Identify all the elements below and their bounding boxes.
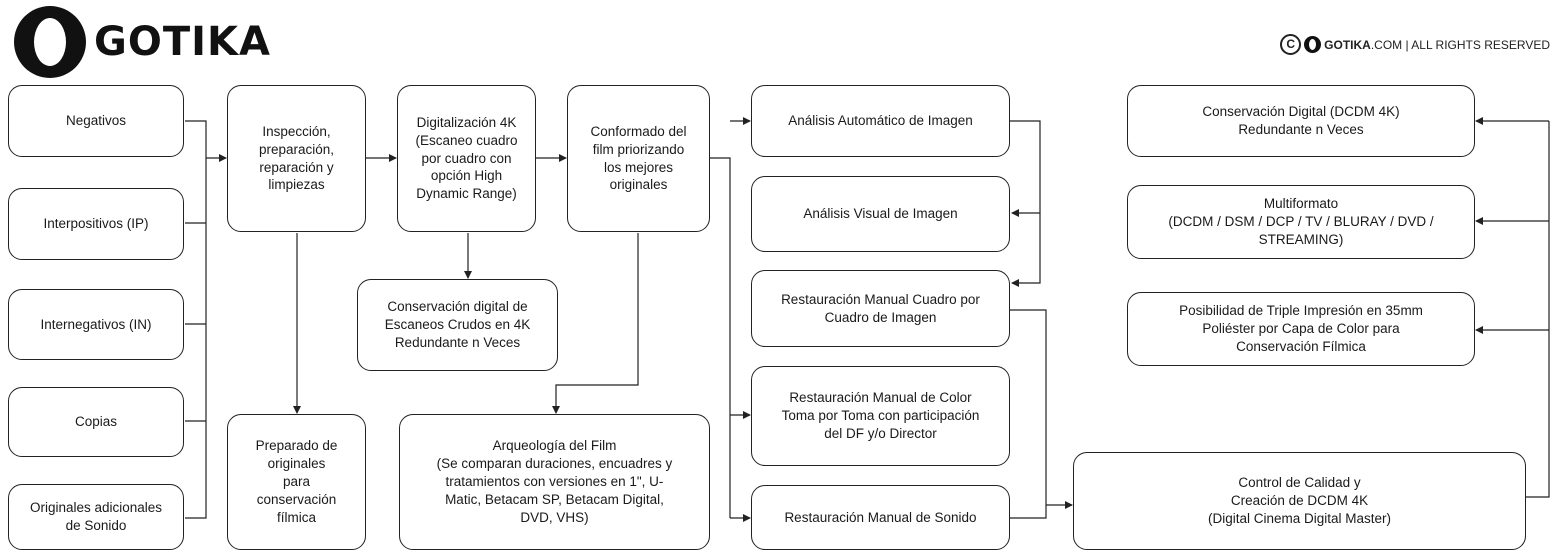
box-analisis-automatico: Análisis Automático de Imagen [751,85,1010,157]
box-multiformato: Multiformato (DCDM / DSM / DCP / TV / BL… [1127,185,1475,259]
arrow-conformado-to-archaeology [552,233,639,414]
arrow-visual-to-frame-restoration [1011,213,1041,287]
connector-sources-bus [185,120,207,519]
box-conservacion-digital: Conservación Digital (DCDM 4K) Redundant… [1127,85,1475,157]
box-triple-impresion: Posibilidad de Triple Impresión en 35mm … [1127,292,1475,366]
box-control-calidad: Control de Calidad y Creación de DCDM 4K… [1073,452,1526,550]
box-restauracion-color: Restauración Manual de Color Toma por To… [751,366,1010,466]
box-conservacion-crudos: Conservación digital de Escaneos Crudos … [357,279,558,371]
box-analisis-visual: Análisis Visual de Imagen [751,176,1010,252]
box-restauracion-sonido: Restauración Manual de Sonido [751,485,1010,550]
box-digitalizacion: Digitalización 4K (Escaneo cuadro por cu… [397,85,536,232]
box-copias: Copias [8,387,184,457]
gotika-mini-logo-icon [1304,36,1322,53]
box-conformado: Conformado del film priorizando los mejo… [567,85,710,232]
box-inspeccion: Inspección, preparación, reparación y li… [227,85,366,232]
copyright-icon: C [1280,34,1302,55]
gotika-logo-icon [14,6,86,78]
box-negativos: Negativos [8,85,184,157]
arrow-auto-to-visual-analysis [1010,120,1041,217]
copyright-notice: C GOTIKA .COM | ALL RIGHTS RESERVED [1280,34,1550,55]
copyright-brand: GOTIKA [1324,37,1371,52]
box-preparado: Preparado de originales para conservació… [227,414,366,550]
copyright-text: .COM | ALL RIGHTS RESERVED [1370,37,1550,52]
logo-text: GOTIKA [94,19,271,65]
box-internegativos: Internegativos (IN) [8,289,184,360]
box-originales-sonido: Originales adicionales de Sonido [8,484,184,550]
box-restauracion-cuadro: Restauración Manual Cuadro por Cuadro de… [751,270,1010,347]
box-interpositivos: Interpositivos (IP) [8,188,184,260]
box-arqueologia: Arqueología del Film (Se comparan duraci… [399,414,710,550]
gotika-logo: GOTIKA [14,6,271,78]
connector-restorations-to-qc [1010,309,1072,519]
connector-conformado-bus [710,157,731,518]
connector-qc-to-outputs [1526,121,1550,498]
